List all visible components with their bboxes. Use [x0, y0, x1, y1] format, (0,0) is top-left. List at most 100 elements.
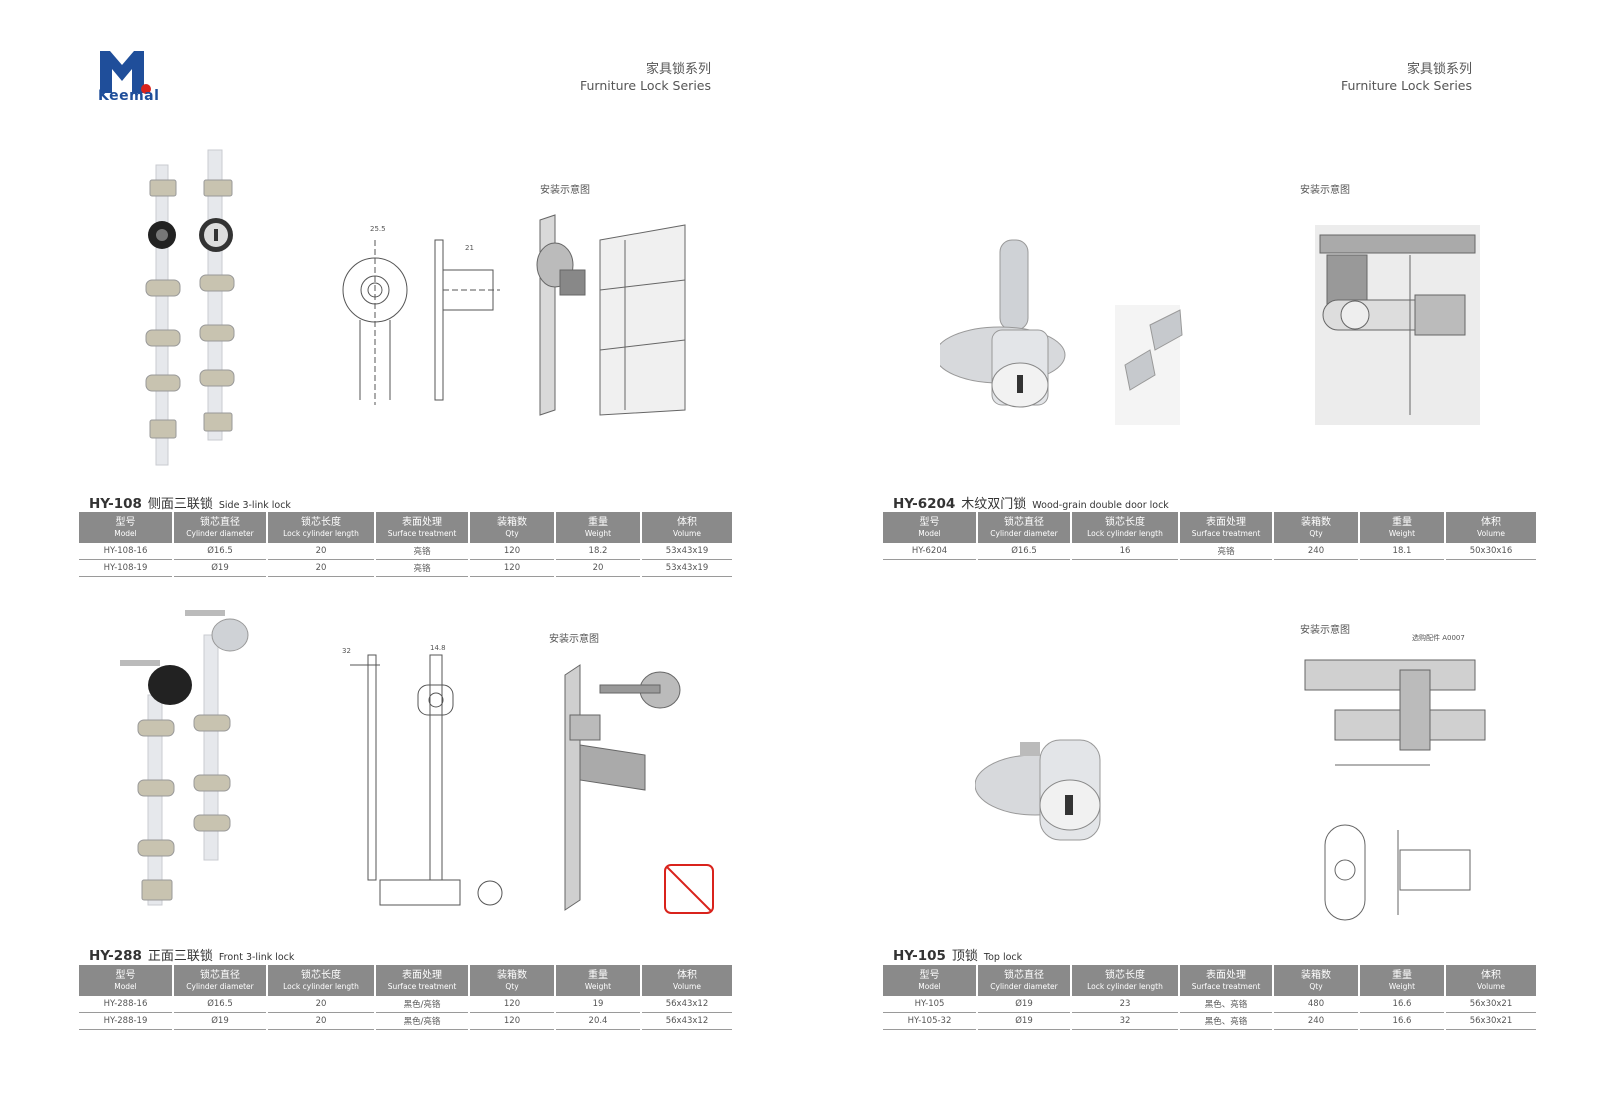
header-right-cn: 家具锁系列 — [1406, 62, 1472, 77]
table-cell: 20 — [267, 543, 376, 560]
hy6204-install-diagram — [1315, 225, 1480, 425]
header-left-en: Furniture Lock Series — [579, 78, 711, 93]
column-header-cn: 型号 — [919, 969, 940, 981]
table-cell: 16 — [1071, 543, 1180, 560]
product-code: HY-108 — [89, 496, 142, 512]
table-cell: HY-108-16 — [79, 543, 174, 560]
table-cell: 黑色、亮铬 — [1179, 1012, 1274, 1030]
table-cell: 480 — [1273, 996, 1360, 1013]
column-header-en: Lock cylinder length — [283, 981, 359, 991]
column-header-cn: 重量 — [588, 969, 608, 981]
column-header-cn: 重量 — [1392, 969, 1412, 981]
header-right: 家具锁系列 Furniture Lock Series — [1341, 62, 1472, 94]
column-header-en: Model — [114, 528, 137, 538]
column-header-en: Model — [918, 981, 941, 991]
table-cell: 亮铬 — [375, 543, 470, 560]
table-cell: 240 — [1273, 1012, 1360, 1030]
product-name-en: Top lock — [983, 952, 1023, 963]
column-header-cn: 锁芯直径 — [200, 969, 240, 981]
hy6204-product-photo — [940, 239, 1183, 425]
table-cell: 56x30x21 — [1445, 996, 1536, 1013]
table-cell: 23 — [1071, 996, 1180, 1013]
table-cell: 32 — [1071, 1012, 1180, 1030]
table-cell: 16.6 — [1359, 996, 1446, 1013]
table-cell: 56x43x12 — [641, 996, 732, 1013]
column-header-cn: 装箱数 — [497, 969, 527, 981]
table-cell: 19 — [555, 996, 642, 1013]
table-cell: 20 — [267, 559, 376, 577]
product-code: HY-6204 — [893, 496, 956, 512]
install-label-288: 安装示意图 — [549, 634, 599, 645]
column-header-en: Cylinder diameter — [990, 981, 1058, 991]
table-cell: 120 — [469, 559, 556, 577]
table-cell: 120 — [469, 996, 556, 1013]
column-header-cn: 表面处理 — [402, 969, 442, 981]
product-name-cn: 侧面三联锁 — [147, 497, 213, 512]
header-left: 家具锁系列 Furniture Lock Series — [580, 62, 711, 94]
table-cell: Ø19 — [173, 1012, 268, 1030]
svg-text:21: 21 — [465, 244, 474, 252]
table-cell: 16.6 — [1359, 1012, 1446, 1030]
hy108-install-diagram — [536, 214, 686, 416]
table-cell: 240 — [1273, 543, 1360, 560]
column-header-cn: 锁芯直径 — [1004, 969, 1044, 981]
column-header-cn: 锁芯长度 — [1105, 516, 1145, 528]
table-cell: 18.1 — [1359, 543, 1446, 560]
svg-text:25.5: 25.5 — [370, 225, 386, 233]
column-header-en: Volume — [673, 528, 701, 538]
table-cell: HY-108-19 — [79, 559, 174, 577]
column-header-cn: 表面处理 — [1206, 516, 1246, 528]
column-header-cn: 体积 — [1481, 516, 1501, 528]
column-header-cn: 锁芯长度 — [1105, 969, 1145, 981]
column-header-cn: 重量 — [1392, 516, 1412, 528]
column-header-cn: 型号 — [115, 516, 136, 528]
column-header-en: Lock cylinder length — [283, 528, 359, 538]
column-header-en: Volume — [1477, 528, 1505, 538]
table-cell: 120 — [469, 1012, 556, 1030]
column-header-en: Surface treatment — [387, 528, 457, 538]
product-name-cn: 顶锁 — [951, 949, 978, 964]
install-label-105: 安装示意图 — [1300, 625, 1350, 636]
product-name-en: Side 3-link lock — [218, 500, 291, 511]
table-cell: HY-105-32 — [883, 1012, 978, 1030]
hy108-product-photo — [145, 149, 235, 466]
table-cell: 53x43x19 — [641, 559, 732, 577]
table-cell: 黑色、亮铬 — [1179, 996, 1274, 1013]
column-header-en: Cylinder diameter — [186, 981, 254, 991]
table-cell: 20 — [267, 996, 376, 1013]
table-cell: 56x43x12 — [641, 1012, 732, 1030]
table-cell: Ø19 — [977, 1012, 1072, 1030]
table-cell: 120 — [469, 543, 556, 560]
keemal-logo — [100, 51, 151, 94]
column-header-en: Volume — [673, 981, 701, 991]
table-cell: HY-288-19 — [79, 1012, 174, 1030]
table-cell: Ø19 — [977, 996, 1072, 1013]
table-cell: 53x43x19 — [641, 543, 732, 560]
column-header-cn: 重量 — [588, 516, 608, 528]
table-cell: HY-105 — [883, 996, 978, 1013]
